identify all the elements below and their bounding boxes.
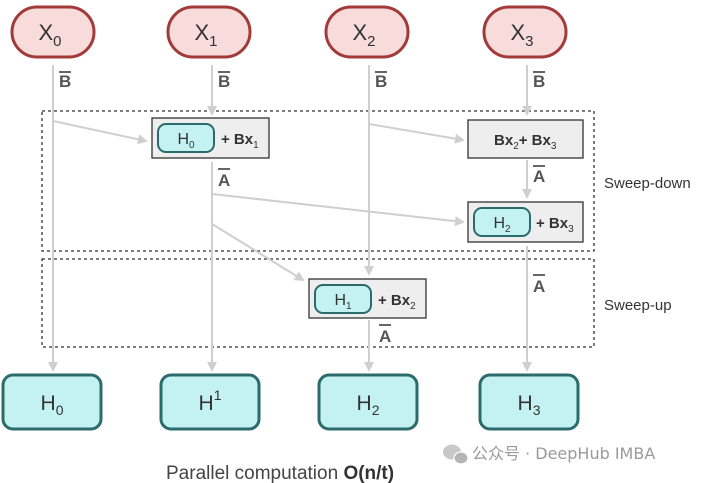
svg-text:H0: H0 bbox=[41, 392, 64, 418]
input-label: X bbox=[510, 20, 525, 45]
input-subscript: 2 bbox=[367, 33, 375, 50]
b-bar-label-0: B bbox=[59, 72, 71, 91]
input-subscript: 1 bbox=[209, 33, 217, 50]
svg-text:X2: X2 bbox=[352, 20, 375, 50]
wechat-icon bbox=[443, 444, 469, 465]
a-bar-label-box2: A bbox=[533, 167, 545, 186]
svg-text:X3: X3 bbox=[510, 20, 533, 50]
arrow-x2-box2 bbox=[368, 123, 465, 144]
sweep-up-region bbox=[41, 258, 595, 348]
b-bar-label-2: B bbox=[375, 72, 387, 91]
arrow-x0-box1 bbox=[52, 120, 148, 145]
input-subscript: 0 bbox=[53, 33, 61, 50]
svg-text:H0: H0 bbox=[177, 131, 195, 151]
output-node-h0: H0 bbox=[1, 373, 103, 431]
input-node-x2: X2 bbox=[324, 5, 410, 59]
b-bar-label-1: B bbox=[218, 72, 230, 91]
svg-text:H2: H2 bbox=[493, 215, 511, 235]
output-node-h2: H2 bbox=[317, 373, 419, 431]
a-bar-label-box-h1: A bbox=[379, 327, 391, 346]
sweep-up-label: Sweep-up bbox=[604, 297, 672, 314]
h1-pill bbox=[314, 284, 372, 314]
output-node-h3: H3 bbox=[478, 373, 580, 431]
box-h0-bx1: H0 + Bx1 bbox=[151, 117, 270, 159]
watermark: 公众号 · DeepHub IMBA bbox=[443, 444, 655, 465]
input-node-x1: X1 bbox=[166, 5, 252, 59]
svg-text:+ Bx3: + Bx3 bbox=[536, 215, 574, 235]
box-h2-bx3: H2 + Bx3 bbox=[467, 201, 584, 243]
box-bx2-bx3: Bx2+ Bx3 bbox=[467, 119, 584, 159]
input-node-x3: X3 bbox=[482, 5, 568, 59]
svg-text:H1: H1 bbox=[334, 292, 352, 312]
sweep-down-region bbox=[41, 110, 595, 252]
input-subscript: 3 bbox=[525, 33, 533, 50]
sweep-down-label: Sweep-down bbox=[604, 175, 691, 192]
input-label: X bbox=[194, 20, 209, 45]
h2-pill bbox=[473, 207, 531, 237]
a-bar-label-col3: A bbox=[533, 277, 545, 296]
svg-text:H1: H1 bbox=[199, 387, 222, 415]
svg-text:+ Bx1: + Bx1 bbox=[221, 131, 259, 151]
caption: Parallel computation O(n/t) bbox=[166, 463, 394, 483]
b-bar-label-3: B bbox=[533, 72, 545, 91]
svg-text:H3: H3 bbox=[518, 392, 541, 418]
output-node-h1: H1 bbox=[159, 373, 261, 431]
svg-text:X1: X1 bbox=[194, 20, 217, 50]
h0-pill bbox=[157, 123, 215, 153]
svg-text:X0: X0 bbox=[38, 20, 61, 50]
input-label: X bbox=[38, 20, 53, 45]
svg-text:Bx2+ Bx3: Bx2+ Bx3 bbox=[494, 132, 557, 152]
arrow-box1-box-h1 bbox=[211, 223, 305, 282]
a-bar-label-box1: A bbox=[218, 171, 230, 190]
box-h1-bx2: H1 + Bx2 bbox=[308, 278, 427, 319]
svg-text:+ Bx2: + Bx2 bbox=[378, 292, 416, 312]
svg-text:公众号 · DeepHub IMBA: 公众号 · DeepHub IMBA bbox=[472, 444, 655, 463]
svg-text:H2: H2 bbox=[357, 392, 380, 418]
arrow-box1-box-h2 bbox=[211, 193, 465, 227]
input-node-x0: X0 bbox=[10, 5, 96, 59]
input-label: X bbox=[352, 20, 367, 45]
